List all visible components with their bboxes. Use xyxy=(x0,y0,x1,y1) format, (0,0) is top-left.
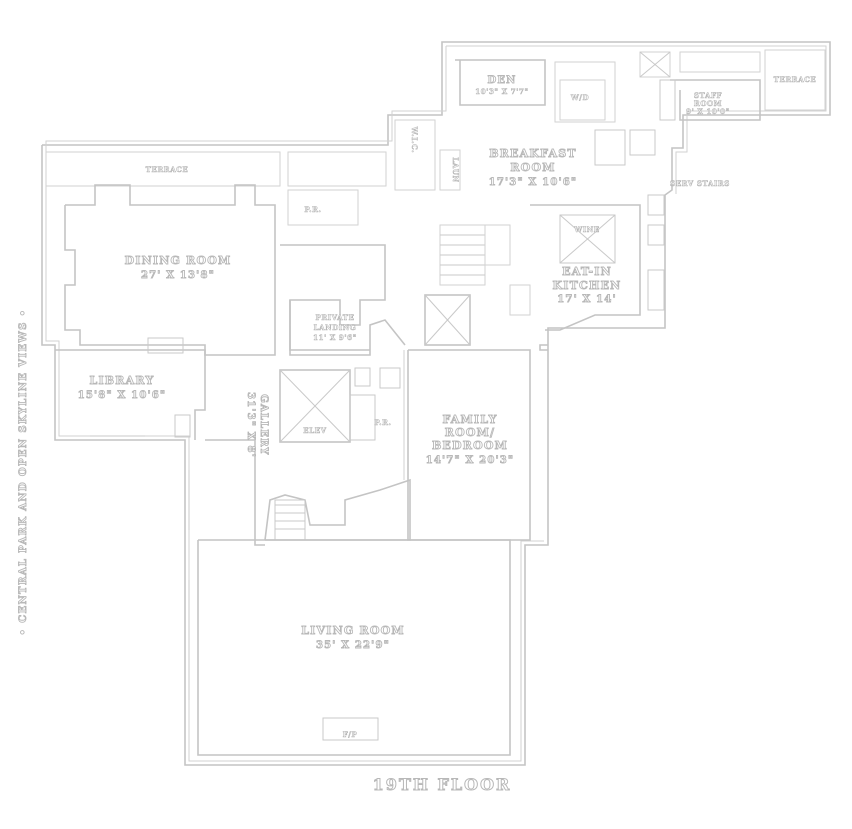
kitchen-label-2: KITCHEN xyxy=(553,279,622,292)
views-caption: • CENTRAL PARK AND OPEN SKYLINE VIEWS • xyxy=(18,309,29,636)
landing-label-1: PRIVATE xyxy=(315,313,354,322)
library-label: LIBRARY xyxy=(90,374,155,387)
outer-walls xyxy=(41,41,831,766)
floor-label: 19TH FLOOR xyxy=(373,775,512,794)
gallery-label: GALLERY xyxy=(258,394,269,456)
service-stairs-label: SERV STAIRS xyxy=(670,179,730,188)
elevator-label: ELEV xyxy=(303,426,326,435)
living-room-dims: 35' X 22'9" xyxy=(316,640,390,651)
staff-label-2: ROOM xyxy=(694,99,722,108)
powder-room-2-label: P.R. xyxy=(374,418,391,427)
den-dims: 10'3" X 7'7" xyxy=(475,87,528,96)
kitchen-dims: 17' X 14' xyxy=(557,294,616,305)
dining-room-dims: 27' X 13'8" xyxy=(141,270,215,281)
terrace-north-label: TERRACE xyxy=(146,165,189,174)
breakfast-label-2: ROOM xyxy=(510,161,555,174)
laundry-label: LAUN xyxy=(451,157,460,182)
family-label-1: FAMILY xyxy=(442,413,497,426)
library-dims: 15'8" X 10'6" xyxy=(78,390,167,401)
living-room-label: LIVING ROOM xyxy=(301,624,405,637)
interior-walls xyxy=(45,49,826,762)
fixture-labels: WINE P.R. P.R. W/D SERV STAIRS F/P ELEV … xyxy=(303,93,730,740)
washer-dryer-label: W/D xyxy=(570,93,589,102)
family-label-2: ROOM/ xyxy=(445,426,496,439)
room-labels: DEN 10'3" X 7'7" BREAKFAST ROOM 17'3" X … xyxy=(77,75,817,652)
powder-room-label: P.R. xyxy=(304,205,321,214)
dining-room-label: DINING ROOM xyxy=(125,254,232,267)
wine-label: WINE xyxy=(573,225,599,234)
staff-label-1: STAFF xyxy=(694,91,722,100)
gallery-dims: 31'3" X 8' xyxy=(245,392,256,458)
family-dims: 14'7" X 20'3" xyxy=(426,455,515,466)
landing-label-2: LANDING xyxy=(314,323,357,332)
staff-dims: 9' X 10'0" xyxy=(686,107,730,116)
breakfast-dims: 17'3" X 10'6" xyxy=(489,177,578,188)
landing-dims: 11' X 9'6" xyxy=(313,333,357,342)
breakfast-label-1: BREAKFAST xyxy=(489,147,577,160)
family-label-3: BEDROOM xyxy=(432,439,508,452)
terrace-east-label: TERRACE xyxy=(774,75,817,84)
kitchen-label-1: EAT-IN xyxy=(562,265,612,278)
den-label: DEN xyxy=(487,75,516,86)
fireplace-label: F/P xyxy=(343,730,358,739)
wic-label: W.I.C. xyxy=(410,126,419,153)
